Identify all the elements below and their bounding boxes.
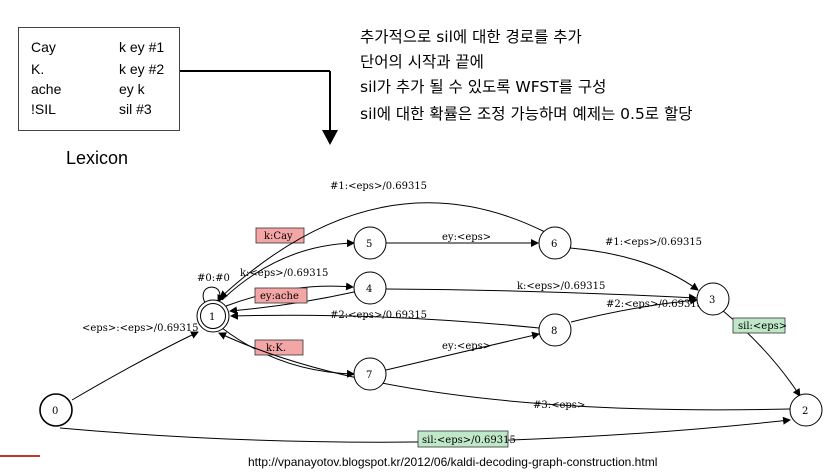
edge-label-highlight xyxy=(417,430,509,448)
edge-1-5 xyxy=(221,239,355,301)
state-node-2: 2 xyxy=(789,393,823,427)
edge-label: k:<eps>/0.69315 xyxy=(240,268,328,279)
footer-accent-line xyxy=(0,455,40,457)
edge-label-highlight xyxy=(254,339,304,356)
edge-label: #1:<eps>/0.69315 xyxy=(605,237,702,248)
state-node-0: 0 xyxy=(39,393,73,427)
svg-text:4: 4 xyxy=(366,284,372,295)
edge-label-highlight xyxy=(732,317,786,334)
state-node-8: 8 xyxy=(538,313,572,347)
svg-text:7: 7 xyxy=(366,370,372,381)
edge-6-3 xyxy=(569,247,699,291)
edge-label: k:Cay xyxy=(264,231,293,242)
edge-6-1 xyxy=(219,202,546,299)
edge-label: #0:#0 xyxy=(197,273,230,284)
edge-label: ey:<eps> xyxy=(442,341,491,352)
svg-text:0: 0 xyxy=(52,406,58,417)
edge-label-highlight xyxy=(255,227,305,244)
lexicon-word: !SIL xyxy=(31,101,56,117)
edge-label: #2:<eps>/0.69315 xyxy=(330,310,427,321)
edge-8-1 xyxy=(230,311,540,329)
edge-label: #3:<eps> xyxy=(533,400,585,411)
lexicon-table: Cay k ey #1 K. k ey #2 ache ey k !SIL si… xyxy=(18,27,180,131)
svg-text:2: 2 xyxy=(802,406,808,417)
edge-3-2 xyxy=(721,309,801,397)
edge-label-highlight xyxy=(254,287,308,304)
lexicon-label: Lexicon xyxy=(66,148,129,168)
edge-label: #1:<eps>/0.69315 xyxy=(330,181,427,192)
edge-label: <eps>:<eps>/0.69315 xyxy=(82,323,199,334)
state-node-3: 3 xyxy=(696,282,730,316)
connector-arrow xyxy=(180,70,338,145)
edge-label: sil:<eps>/0.69315 xyxy=(422,435,516,446)
edge-8-3 xyxy=(570,296,698,323)
state-node-1: 1 xyxy=(196,299,230,333)
lexicon-pron: k ey #2 xyxy=(119,61,165,77)
svg-text:1: 1 xyxy=(209,312,215,323)
edge-7-8 xyxy=(385,331,540,371)
edge-label: k:K. xyxy=(266,343,286,354)
state-node-5: 5 xyxy=(353,226,387,260)
note-line: sil에 대한 확률은 조정 가능하며 예제는 0.5로 할당 xyxy=(360,105,693,123)
edge-0-1 xyxy=(71,331,199,401)
lexicon-word: ache xyxy=(31,81,62,97)
edge-4-3 xyxy=(385,288,697,302)
lexicon-word: K. xyxy=(31,61,45,77)
note-line: 단어의 시작과 끝에 xyxy=(360,53,484,71)
svg-text:8: 8 xyxy=(551,326,557,337)
svg-text:3: 3 xyxy=(709,295,715,306)
edge-label: sil:<eps> xyxy=(738,321,787,332)
note-line: sil가 추가 될 수 있도록 WFST를 구성 xyxy=(360,78,607,96)
state-node-6: 6 xyxy=(538,226,572,260)
edge-label: ey:<eps> xyxy=(442,232,491,243)
edge-4-1 xyxy=(229,291,355,315)
state-node-4: 4 xyxy=(353,271,387,305)
lexicon-pron: ey k xyxy=(119,81,145,97)
edge-label: #2:<eps>/0.69315 xyxy=(606,299,703,310)
svg-text:5: 5 xyxy=(366,239,372,250)
edge-label: ey:ache xyxy=(260,291,299,302)
edge-2-1 xyxy=(218,332,791,411)
lexicon-word: Cay xyxy=(31,39,56,55)
edge-label: k:<eps>/0.69315 xyxy=(517,281,605,292)
state-node-7: 7 xyxy=(353,357,387,391)
svg-text:6: 6 xyxy=(551,239,557,250)
note-line: 추가적으로 sil에 대한 경로를 추가 xyxy=(360,28,582,46)
lexicon-pron: k ey #1 xyxy=(119,39,165,55)
lexicon-pron: sil #3 xyxy=(119,101,152,117)
source-url: http://vpanayotov.blogspot.kr/2012/06/ka… xyxy=(248,455,658,469)
